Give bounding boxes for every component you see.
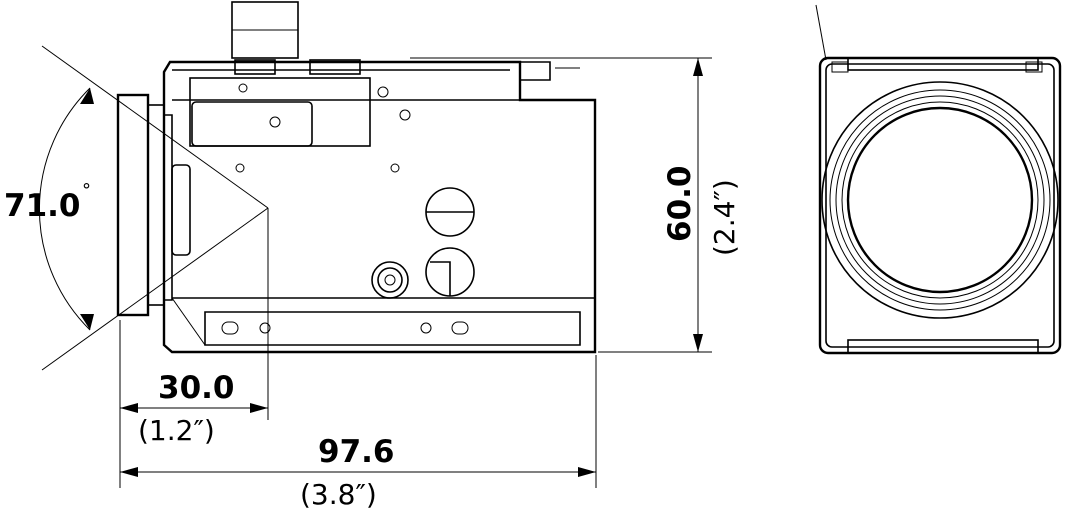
fov-line-upper — [41, 45, 269, 209]
mounting-rail — [204, 311, 581, 346]
screw-hole — [235, 163, 245, 173]
length-arrow-right — [578, 467, 596, 477]
focal-imperial: (1.2″) — [138, 414, 215, 447]
lens-ring-3 — [841, 101, 1039, 299]
focal-arrow-left — [120, 403, 138, 413]
corner-tab — [831, 61, 849, 73]
lens-ring-2 — [835, 95, 1045, 305]
rail-chamfer — [171, 297, 206, 346]
angle-unit: ° — [82, 180, 91, 201]
fov-line-lower — [41, 207, 269, 371]
screw-slot-2 — [430, 261, 451, 296]
height-imperial: (2.4″) — [708, 179, 741, 256]
angle-arrow-top — [80, 88, 94, 104]
angle-value: 71.0 — [4, 188, 81, 224]
height-metric: 60.0 — [662, 166, 698, 243]
height-arrow-top — [693, 58, 703, 76]
front-bottom-bar — [847, 339, 1039, 354]
side-tab — [505, 61, 551, 81]
length-imperial: (3.8″) — [300, 478, 377, 511]
focal-arrow-right — [250, 403, 268, 413]
rail-slot — [221, 321, 239, 335]
front-antenna — [815, 4, 827, 61]
screw-hole — [390, 163, 400, 173]
dimension-labels: 71.0 ° 30.0 (1.2″) 97.6 (3.8″) 60.0 (2.4… — [4, 166, 741, 512]
rail-hole — [420, 322, 432, 334]
board-hole — [269, 116, 281, 128]
length-arrow-left — [120, 467, 138, 477]
front-view — [815, 4, 1062, 355]
adjust-knob-center — [384, 274, 396, 286]
board-block — [189, 77, 371, 147]
dimension-lines — [119, 57, 712, 488]
focal-metric: 30.0 — [158, 370, 235, 406]
adjust-knob-inner — [377, 267, 403, 293]
rail-hole — [259, 322, 271, 334]
board-hole — [377, 86, 389, 98]
lens-detail — [171, 164, 191, 256]
body-outline — [162, 60, 597, 354]
lens-glass — [846, 106, 1034, 294]
lens-outer — [821, 81, 1059, 319]
board-hole — [238, 83, 248, 93]
angle-arrow-bottom — [80, 314, 94, 330]
length-metric: 97.6 — [318, 434, 395, 470]
side-view — [38, 1, 597, 420]
motor-housing — [191, 101, 313, 147]
connector-socket-1 — [234, 59, 276, 75]
lens-flange — [116, 93, 150, 317]
rail-slot — [451, 321, 469, 335]
lens-ring-1 — [829, 89, 1051, 311]
height-arrow-bottom — [693, 334, 703, 352]
board-hole — [399, 109, 411, 121]
front-housing-inner — [825, 63, 1055, 348]
lens-ring — [147, 104, 165, 306]
connector-socket-2 — [309, 59, 361, 75]
corner-tab — [1025, 61, 1043, 73]
angle-arc — [38, 87, 91, 331]
